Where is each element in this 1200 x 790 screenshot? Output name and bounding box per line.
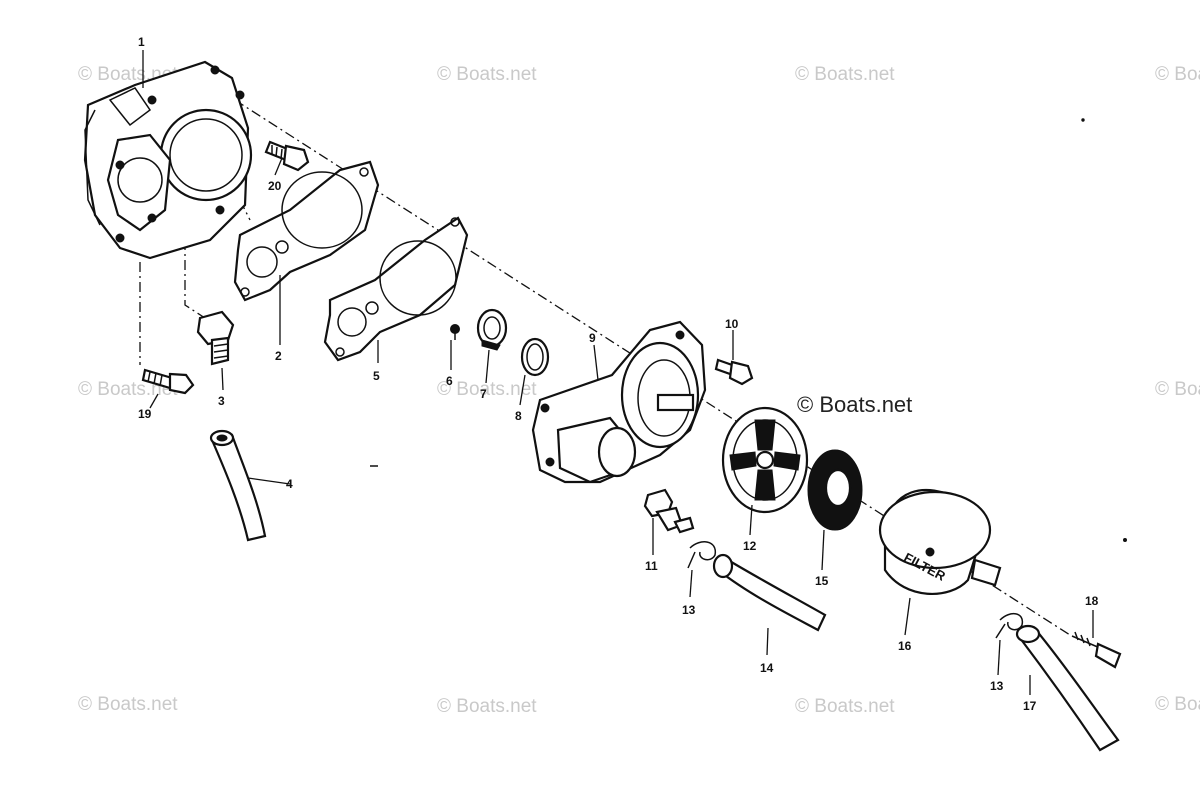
- watermark: © Boats.net: [1155, 64, 1200, 85]
- callout-20: 20: [268, 179, 282, 193]
- part-15-seal: [807, 449, 863, 531]
- watermark: © Boats.net: [795, 696, 895, 717]
- stray-mark: [1123, 538, 1127, 542]
- part-19-bolt: [141, 368, 195, 395]
- callout-5: 5: [373, 369, 380, 383]
- callout-12: 12: [743, 539, 757, 553]
- part-16-filter: FILTER: [878, 488, 1002, 596]
- callout-13: 13: [682, 603, 696, 617]
- part-6-screw: [450, 324, 460, 340]
- callout-1: 1: [138, 35, 145, 49]
- assembly-axis-3: [184, 240, 206, 319]
- part-14-hose: [712, 553, 827, 632]
- part-17-hose: [1015, 624, 1120, 752]
- watermark: © Boats.net: [1155, 694, 1200, 715]
- part-12-check-plate: [721, 406, 809, 514]
- part-10-bolt: [714, 358, 754, 386]
- callout-3: 3: [218, 394, 225, 408]
- part-1-pump-body: [83, 60, 253, 260]
- callout-11: 11: [645, 559, 658, 573]
- part-2-gasket: [233, 160, 380, 302]
- part-5-gasket: [323, 216, 469, 362]
- watermark-main: © Boats.net: [797, 392, 912, 417]
- watermark: © Boats.net: [795, 64, 895, 85]
- callout-13: 13: [990, 679, 1004, 693]
- watermark: © Boats.net: [1155, 379, 1200, 400]
- stray-mark: [1081, 118, 1085, 122]
- callout-7: 7: [480, 387, 487, 401]
- part-9-pump-housing: [531, 320, 707, 484]
- part-13-clip: [687, 541, 716, 569]
- part-20-bolt: [264, 140, 310, 172]
- callout-18: 18: [1085, 594, 1099, 608]
- watermark-layer: © Boats.net © Boats.net © Boats.net © Bo…: [78, 64, 1200, 717]
- callout-17: 17: [1023, 699, 1037, 713]
- part-13-clip: [995, 613, 1024, 639]
- part-8-o-ring: [520, 337, 550, 377]
- callout-14: 14: [760, 661, 774, 675]
- part-7-valve: [476, 308, 508, 351]
- watermark: © Boats.net: [437, 64, 537, 85]
- callout-15: 15: [815, 574, 829, 588]
- callout-2: 2: [275, 349, 282, 363]
- watermark: © Boats.net: [437, 696, 537, 717]
- callout-19: 19: [138, 407, 152, 421]
- callout-8: 8: [515, 409, 522, 423]
- watermark: © Boats.net: [78, 694, 178, 715]
- callout-9: 9: [589, 331, 596, 345]
- callout-10: 10: [725, 317, 739, 331]
- part-3-fitting: [196, 310, 235, 366]
- watermark: © Boats.net: [78, 379, 178, 400]
- part-4-hose: [209, 429, 267, 542]
- watermark: © Boats.net: [437, 379, 537, 400]
- callout-16: 16: [898, 639, 912, 653]
- part-11-fitting: [643, 488, 695, 534]
- callout-6: 6: [446, 374, 453, 388]
- callout-4: 4: [286, 477, 293, 491]
- leader-lines: [142, 50, 1094, 695]
- callout-labels: 1 20 2 5 6 7 8 9 10 11 12 13 14 15 16 13…: [138, 35, 1099, 713]
- part-18-screw: [1071, 631, 1122, 669]
